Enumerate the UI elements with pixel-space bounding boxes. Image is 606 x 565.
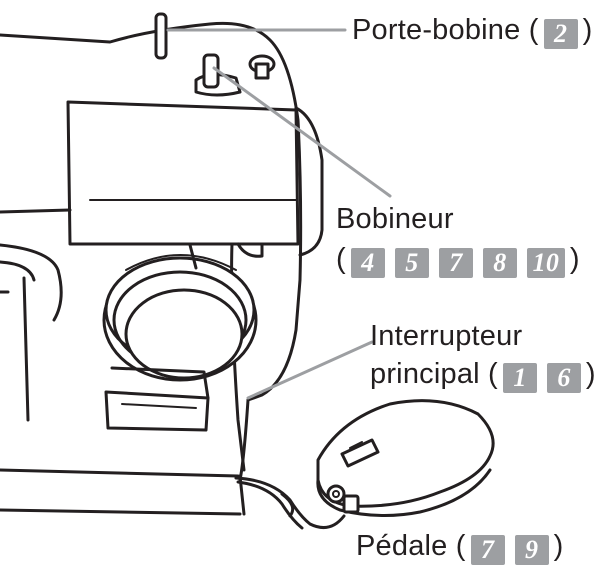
foot-pedal-slot [349,441,363,449]
step-badge: 6 [546,363,581,393]
leader-bobineur [212,66,392,198]
step-badge: 7 [470,535,505,565]
step-badge: 10 [526,248,565,278]
power-cord-2 [236,480,304,530]
pedale-text: Pédale ( [356,530,466,562]
step-badge: 5 [394,248,429,278]
power-cord [234,476,346,530]
pedal-jack-inner [332,490,340,498]
machine-head [0,243,63,322]
side-cover [294,106,324,257]
machine-head-needle [22,276,30,422]
reverse-lever-top [110,366,210,400]
porte-bobine-text: Porte-bobine ( [352,14,539,46]
winder-stopper-post [254,62,270,80]
machine-base-top [0,468,240,478]
reverse-lever-inner [121,403,197,409]
machine-base-bottom [0,508,242,516]
foot-pedal-base [316,468,492,518]
reverse-lever [104,390,210,432]
front-panel-lower [0,208,72,214]
small-knob [236,242,264,258]
front-panel [66,100,300,246]
step-badge: 7 [438,248,473,278]
foot-pedal-window [340,438,380,468]
pedal-plug [342,494,360,514]
spool-pin [154,12,168,60]
cord-knot [280,492,295,518]
label-porte-bobine: Porte-bobine (2) [352,16,592,49]
dial-top-shade [125,254,237,271]
close-paren: ) [582,14,593,46]
open-paren: ( [336,243,346,275]
step-badge: 8 [482,248,517,278]
step-badge: 9 [514,535,549,565]
close-paren: ) [553,530,564,562]
leader-interrupteur [246,340,374,400]
principal-text: principal ( [370,358,498,390]
step-badge: 1 [502,363,537,393]
bobineur-text: Bobineur [336,203,454,235]
step-badge: 4 [350,248,385,278]
stitch-dial-face [124,288,244,380]
step-badge: 2 [543,19,578,49]
close-paren: ) [569,243,580,275]
machine-head-inner [0,260,36,282]
machine-top-outline [0,21,303,402]
close-paren: ) [585,358,596,390]
interrupteur-text: Interrupteur [370,320,523,352]
pedal-jack [326,484,346,504]
